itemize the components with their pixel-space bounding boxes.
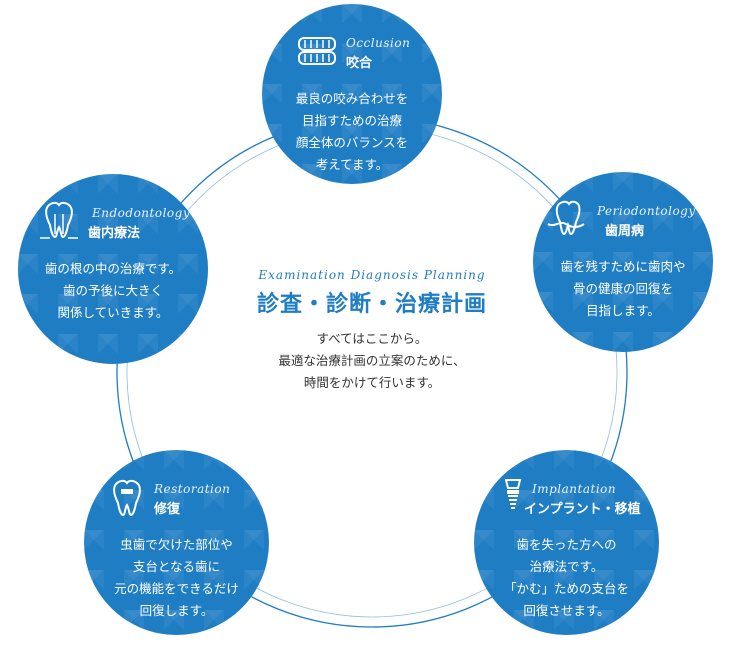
node-en-label: Occlusion (346, 36, 411, 50)
node-en-label: Periodontology (597, 204, 696, 218)
node-en-label: Implantation (532, 482, 617, 496)
center-title: 診査・診断・治療計画 (256, 292, 487, 317)
node-restoration: Restoration 修復 虫歯で欠けた部位や 支台となる歯に 元の機能をでき… (84, 450, 269, 635)
tooth-root-icon (40, 201, 78, 239)
teeth-icon (298, 37, 336, 65)
node-title: インプラント・移植 (524, 502, 641, 517)
restored-tooth-icon (113, 479, 141, 517)
node-title: 修復 (154, 502, 181, 517)
node-description: 歯を残すために歯肉や 骨の健康の回復を 目指します。 (560, 259, 686, 318)
node-description: 最良の咬み合わせを 目指すための治療 顔全体のバランスを 考えてます。 (295, 91, 409, 172)
center-block: Examination Diagnosis Planning 診査・診断・治療計… (222, 268, 522, 394)
node-description: 虫歯で欠けた部位や 支台となる歯に 元の機能をできるだけ 回復します。 (114, 537, 239, 618)
node-en-label: Restoration (154, 482, 231, 496)
node-description: 歯の根の中の治療です。 歯の予後に大きく 関係していきます。 (44, 261, 182, 320)
gum-tooth-icon (547, 200, 585, 236)
node-description: 歯を失った方への 治療法です。 「かむ」ための支台を 回復させます。 (503, 537, 629, 618)
implant-icon (504, 479, 522, 509)
node-en-label: Endodontology (92, 206, 191, 220)
center-en-label: Examination Diagnosis Planning (258, 268, 486, 282)
node-periodontology: Periodontology 歯周病 歯を残すために歯肉や 骨の健康の回復を 目… (533, 172, 713, 352)
node-implantation: Implantation インプラント・移植 歯を失った方への 治療法です。 「… (474, 450, 659, 635)
node-title: 歯内療法 (88, 226, 141, 241)
node-title: 歯周病 (605, 224, 645, 239)
node-endodontology: Endodontology 歯内療法 歯の根の中の治療です。 歯の予後に大きく … (18, 174, 208, 364)
center-description: すべてはここから。 最適な治療計画の立案のために、 時間をかけて行います。 (278, 331, 466, 390)
node-occlusion: Occlusion 咬合 最良の咬み合わせを 目指すための治療 顔全体のバランス… (262, 4, 442, 184)
node-title: 咬合 (346, 56, 373, 71)
